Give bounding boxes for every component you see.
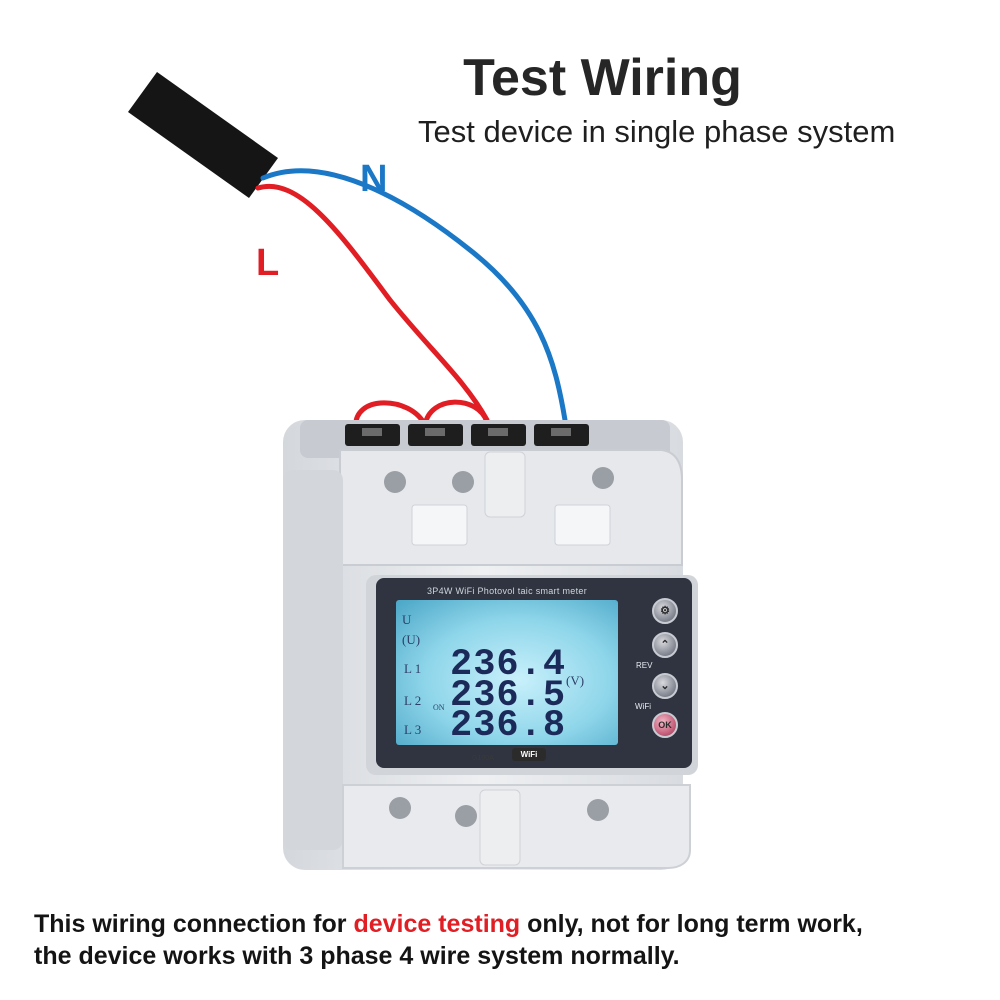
cable xyxy=(128,72,278,198)
chevron-down-icon: ⌄ xyxy=(660,680,670,692)
lcd-unit: (V) xyxy=(566,673,585,688)
lcd-row-label-l2: L 2 xyxy=(404,693,422,708)
lcd-on-indicator: ON xyxy=(433,703,445,712)
footer-note: This wiring connection for device testin… xyxy=(34,908,863,972)
wifi-badge: WiFi xyxy=(512,748,546,761)
lcd-row-label: U xyxy=(402,612,412,627)
lcd-title: 3P4W WiFi Photovol taic smart meter xyxy=(426,586,588,596)
up-button[interactable]: ⌃ xyxy=(652,632,678,658)
reading-l1: 236.4 xyxy=(450,644,567,686)
neutral-wire-label: N xyxy=(360,158,388,200)
rev-label: REV xyxy=(636,661,653,670)
chevron-up-icon: ⌃ xyxy=(660,639,670,651)
ok-button-label: OK xyxy=(658,720,672,730)
line-wire-label: L xyxy=(256,242,280,284)
lcd-row-label-l1: L 1 xyxy=(404,661,422,676)
lcd-row-label-l3: L 3 xyxy=(404,722,422,737)
reading-l2: 236.5 xyxy=(450,675,567,717)
neutral-wire xyxy=(260,168,568,423)
page-title: Test Wiring xyxy=(463,49,742,107)
settings-button[interactable]: ⚙ xyxy=(652,598,678,624)
wifi-label: WiFi xyxy=(635,702,651,711)
lcd-screen xyxy=(396,600,618,745)
line-wire xyxy=(255,183,490,423)
page-subtitle: Test device in single phase system xyxy=(418,114,896,149)
model-label: G100A xyxy=(472,755,494,762)
lcd-row-label: (U) xyxy=(402,632,421,647)
gear-icon: ⚙ xyxy=(660,605,670,617)
footer-highlight: device testing xyxy=(353,910,521,938)
down-button[interactable]: ⌄ xyxy=(652,673,678,699)
meter-body xyxy=(283,420,698,870)
reading-l3: 236.8 xyxy=(450,705,567,747)
footer-line-2: the device works with 3 phase 4 wire sys… xyxy=(34,942,680,970)
footer-line-1: This wiring connection for device testin… xyxy=(34,910,863,938)
ok-button[interactable]: OK xyxy=(652,712,678,738)
